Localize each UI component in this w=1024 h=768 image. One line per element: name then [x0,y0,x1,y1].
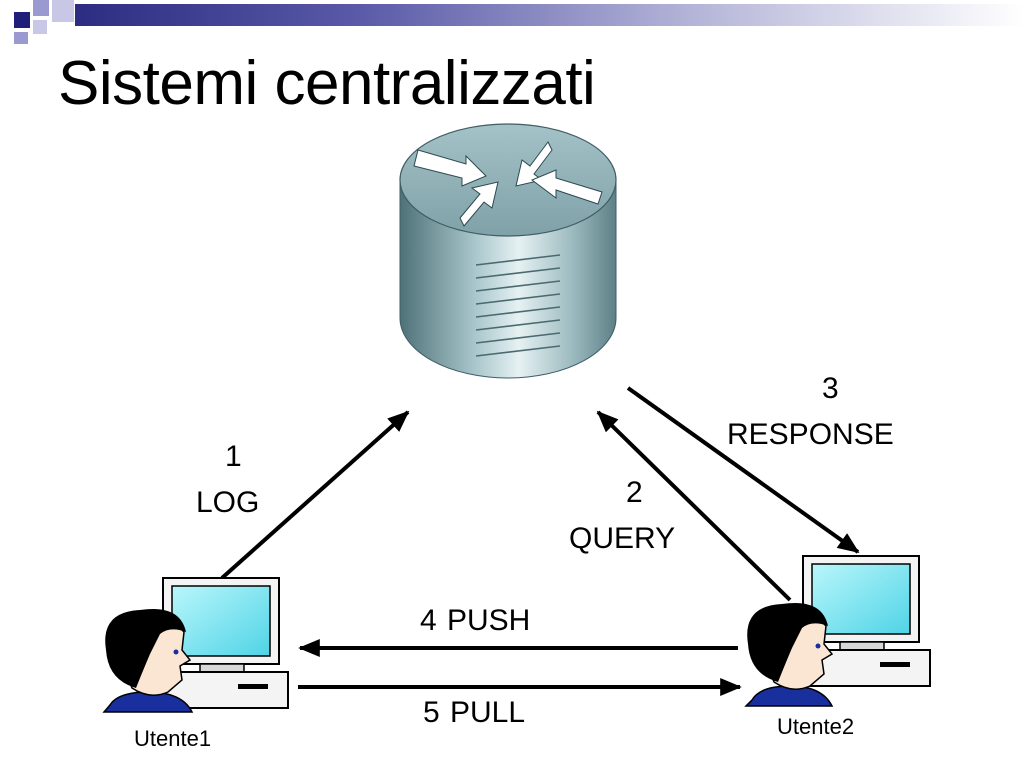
user1-label: Utente1 [134,726,212,751]
user2-label: Utente2 [777,714,855,739]
deco-square [52,0,74,22]
step-2-number: 2 [626,476,643,509]
slide-title: Sistemi centralizzati [58,49,596,118]
router-icon [399,123,617,379]
step-3-label: RESPONSE [727,418,894,451]
header-decoration [0,0,1024,44]
step-1-number: 1 [225,440,242,473]
step-5-number: 5 [423,696,440,729]
step-4-number: 4 [420,604,437,637]
deco-square [14,32,28,44]
response-arrow [626,386,860,554]
step-1-label: LOG [196,486,260,519]
user-workstation-icon [744,555,931,707]
header-gradient-band [75,4,1024,26]
step-3-number: 3 [822,372,839,405]
step-4-label: PUSH [447,604,531,637]
log-arrow [220,410,410,580]
deco-square [33,0,49,16]
deco-square [33,20,47,34]
user-workstation-icon [102,577,289,713]
query-arrow [596,410,792,602]
step-2-label: QUERY [569,522,676,555]
step-5-label: PULL [450,696,526,729]
deco-square [14,12,30,28]
